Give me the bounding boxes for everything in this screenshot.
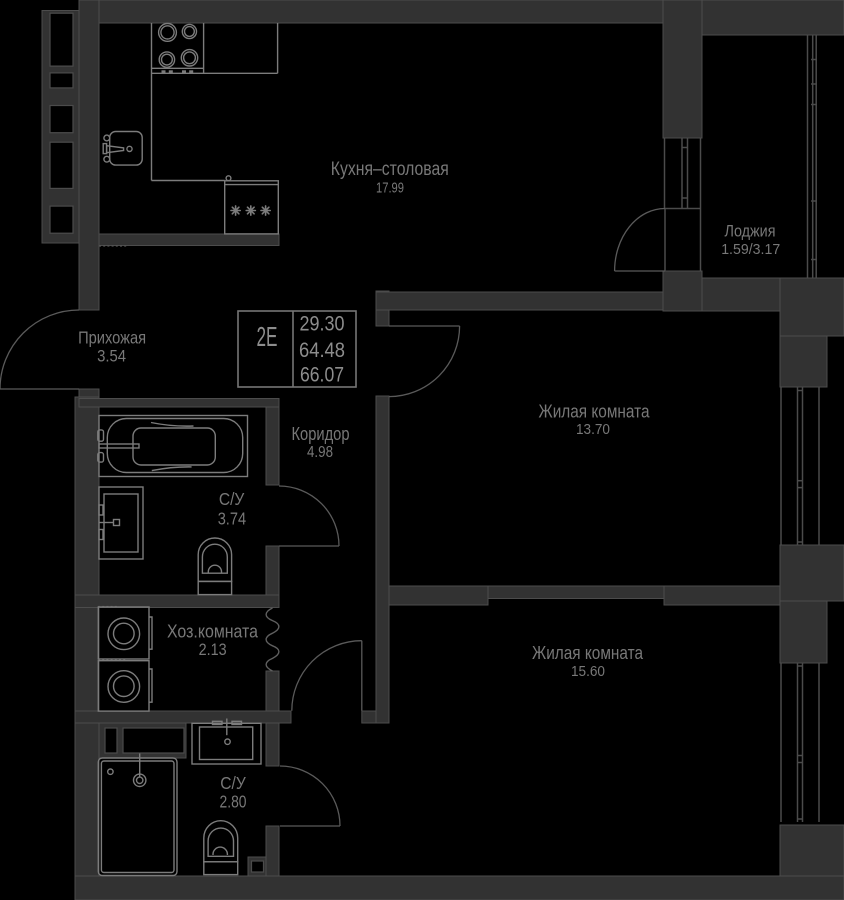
svg-text:3.54: 3.54 xyxy=(97,347,126,366)
svg-text:64.48: 64.48 xyxy=(299,338,345,362)
svg-text:17.99: 17.99 xyxy=(376,180,404,197)
svg-text:3.74: 3.74 xyxy=(218,508,247,528)
svg-text:29.30: 29.30 xyxy=(300,312,345,336)
svg-text:2Е: 2Е xyxy=(257,321,278,352)
svg-text:4.98: 4.98 xyxy=(307,444,333,461)
svg-text:Коридор: Коридор xyxy=(292,424,350,444)
svg-text:15.60: 15.60 xyxy=(571,664,605,680)
svg-text:13.70: 13.70 xyxy=(576,422,610,438)
svg-text:1.59/3.17: 1.59/3.17 xyxy=(721,241,780,258)
svg-text:Хоз.комната: Хоз.комната xyxy=(167,622,259,642)
svg-text:2.13: 2.13 xyxy=(199,641,227,659)
svg-text:66.07: 66.07 xyxy=(300,363,344,387)
svg-text:Прихожая: Прихожая xyxy=(78,328,146,348)
svg-text:Жилая комната: Жилая комната xyxy=(532,643,644,663)
svg-text:С/У: С/У xyxy=(219,489,245,509)
svg-text:Лоджия: Лоджия xyxy=(725,222,776,241)
svg-text:2.80: 2.80 xyxy=(220,792,247,812)
svg-text:С/У: С/У xyxy=(220,773,246,793)
svg-text:Кухня–столовая: Кухня–столовая xyxy=(331,159,449,180)
svg-text:Жилая комната: Жилая комната xyxy=(539,401,651,421)
